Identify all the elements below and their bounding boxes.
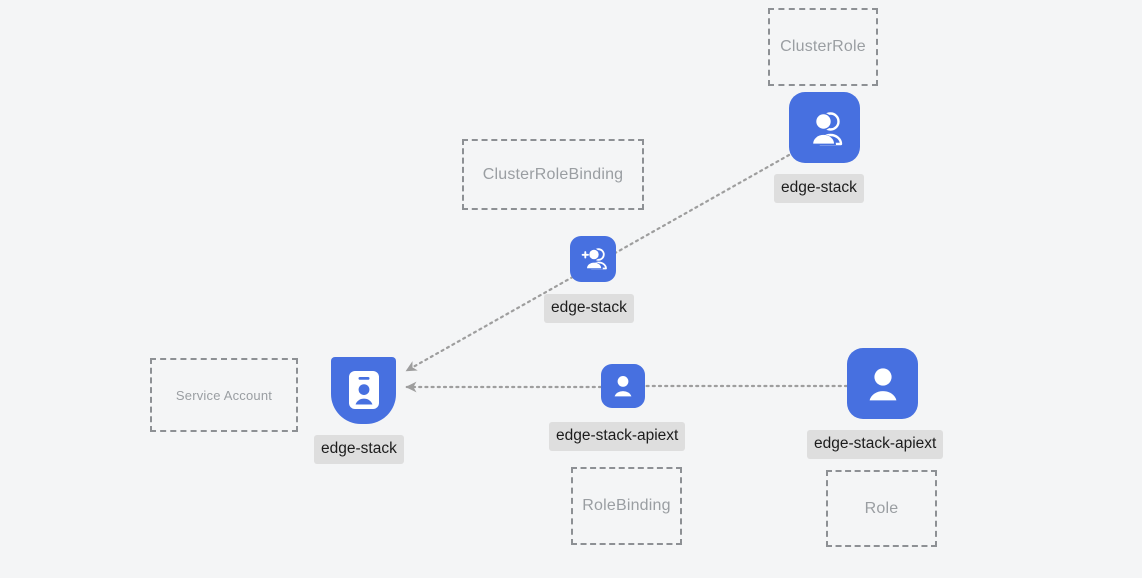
person-icon bbox=[609, 372, 637, 400]
node-label-rolebinding: edge-stack-apiext bbox=[549, 422, 686, 451]
kind-box-label: ClusterRole bbox=[780, 38, 866, 55]
node-label-serviceaccount: edge-stack bbox=[314, 435, 404, 464]
kind-box-rolebinding: RoleBinding bbox=[571, 467, 682, 545]
id-badge-person-icon bbox=[344, 367, 384, 413]
node-clusterrolebinding[interactable] bbox=[570, 236, 616, 282]
person-icon bbox=[861, 362, 905, 406]
person-add-icon bbox=[578, 244, 608, 274]
node-serviceaccount[interactable] bbox=[331, 357, 396, 424]
kind-box-role: Role bbox=[826, 470, 937, 547]
kind-box-clusterrole: ClusterRole bbox=[768, 8, 878, 86]
node-clusterrole[interactable] bbox=[789, 92, 860, 163]
node-label-clusterrole: edge-stack bbox=[774, 174, 864, 203]
node-role[interactable] bbox=[847, 348, 918, 419]
node-label-role: edge-stack-apiext bbox=[807, 430, 944, 459]
node-label-clusterrolebinding: edge-stack bbox=[544, 294, 634, 323]
kind-box-label: RoleBinding bbox=[582, 497, 671, 514]
kind-box-label: Service Account bbox=[175, 387, 273, 403]
kind-box-label: ClusterRoleBinding bbox=[482, 165, 624, 183]
kind-box-clusterrolebinding: ClusterRoleBinding bbox=[462, 139, 644, 210]
kind-box-serviceaccount: Service Account bbox=[150, 358, 298, 432]
group-person-icon bbox=[803, 106, 847, 150]
kind-box-label: Role bbox=[864, 499, 899, 517]
node-rolebinding[interactable] bbox=[601, 364, 645, 408]
